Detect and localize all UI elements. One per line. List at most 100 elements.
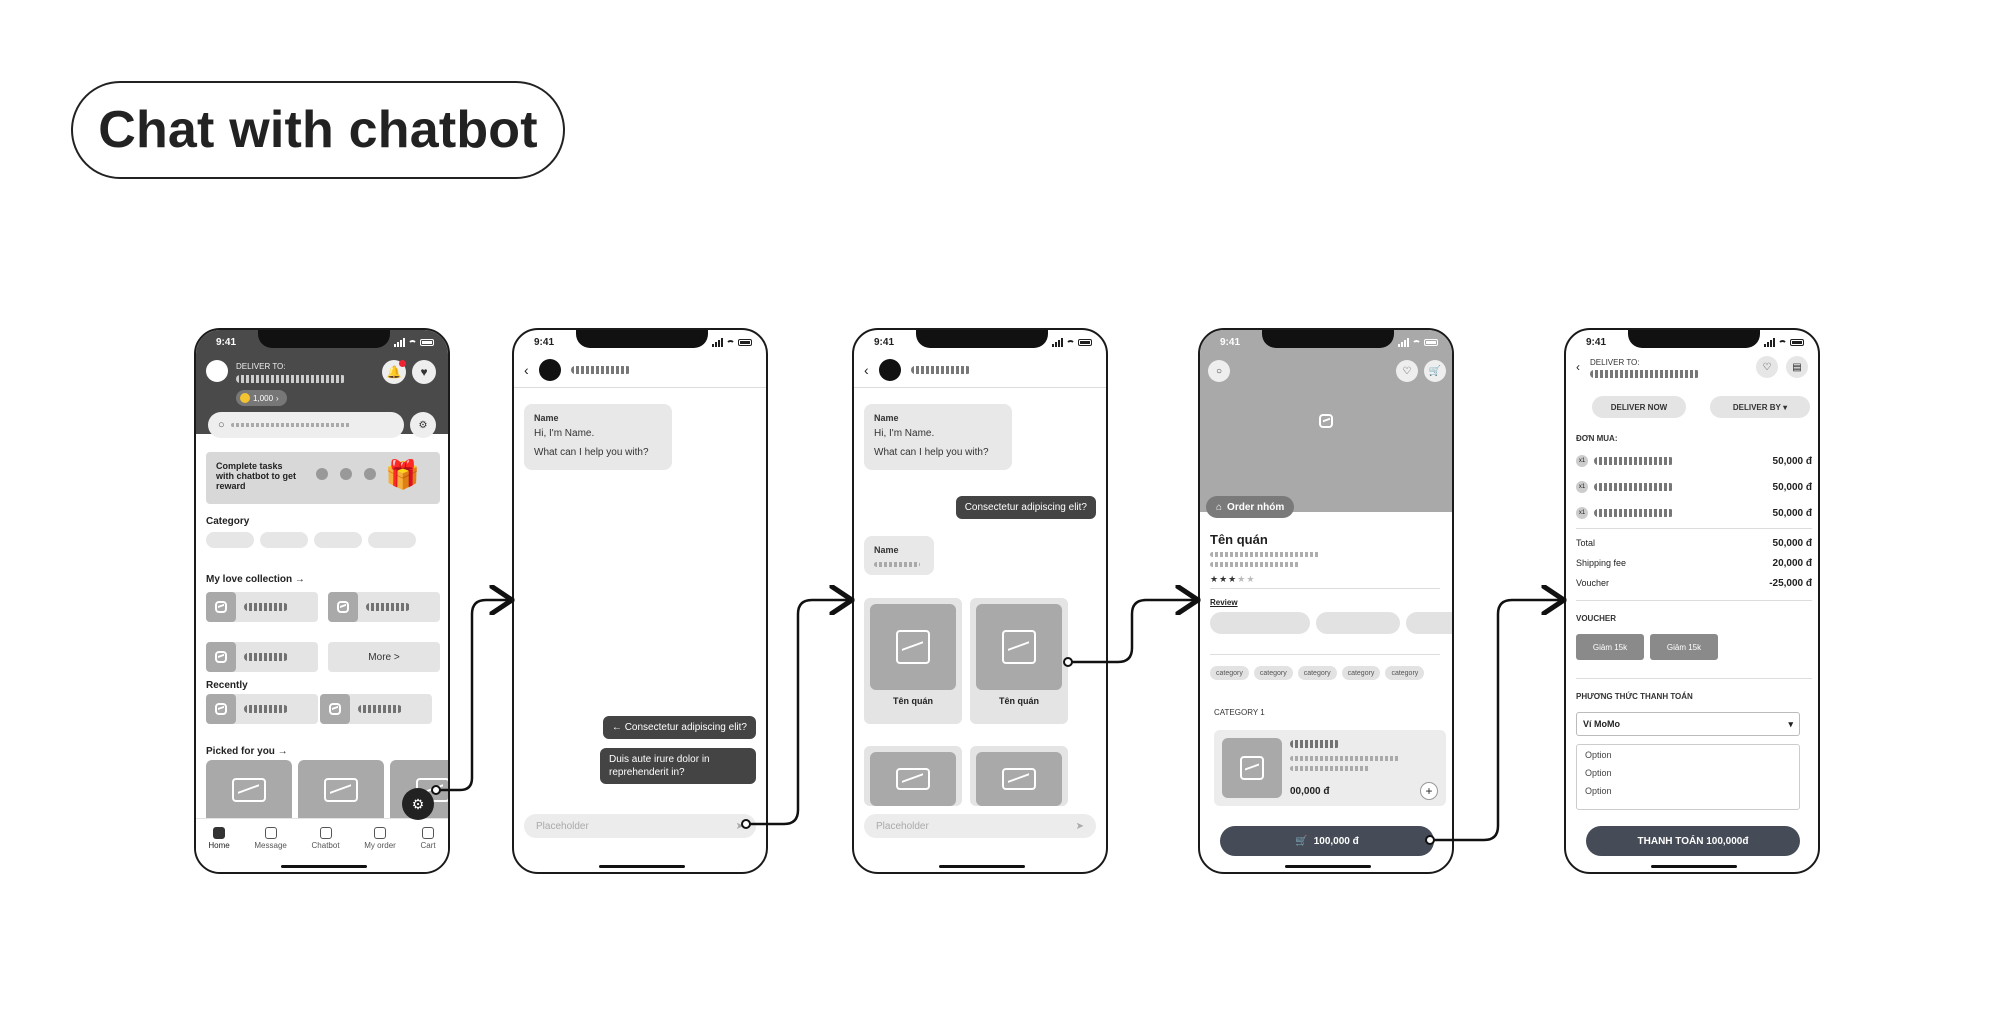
message-input[interactable]: Placeholder➤	[864, 814, 1096, 838]
more-button[interactable]: More >	[328, 642, 440, 672]
signal-icon	[1764, 338, 1775, 347]
image-placeholder-icon	[976, 752, 1062, 806]
signal-icon	[712, 338, 723, 347]
search-button[interactable]: ○	[1208, 360, 1230, 382]
review-chip[interactable]	[1210, 612, 1310, 634]
collection-card[interactable]	[206, 592, 318, 622]
notch	[258, 330, 390, 348]
category-chip[interactable]	[314, 532, 362, 548]
promo-banner[interactable]: Complete tasks with chatbot to get rewar…	[206, 452, 440, 504]
home-indicator	[599, 865, 685, 868]
address-scribble[interactable]	[1590, 370, 1700, 378]
tab-cart[interactable]: Cart	[421, 827, 436, 872]
pay-button[interactable]: THANH TOÁN 100,000đ	[1586, 826, 1800, 856]
status-bar: 9:41	[196, 330, 448, 352]
category-chip[interactable]	[206, 532, 254, 548]
notch	[1628, 330, 1760, 348]
message-input[interactable]: Placeholder➤	[524, 814, 756, 838]
product-card[interactable]	[864, 746, 962, 806]
recent-card[interactable]	[320, 694, 432, 724]
favorite-button[interactable]: ♡	[1396, 360, 1418, 382]
phone-shop: 9:41 ○ ♡ 🛒 ⌂Order nhóm Tên quán ★★★★★ Re…	[1198, 328, 1454, 874]
voucher-card[interactable]: Giảm 15k	[1650, 634, 1718, 660]
suggestion-button[interactable]: ← Consectetur adipiscing elit?	[602, 716, 756, 739]
payment-dropdown: Option Option Option	[1576, 744, 1800, 810]
order-group-button[interactable]: ⌂Order nhóm	[1206, 496, 1295, 518]
bell-button[interactable]: 🔔	[382, 360, 406, 384]
receipt-button[interactable]: ▤	[1786, 356, 1808, 378]
star-filled-icon: ★	[1210, 574, 1220, 584]
search-input[interactable]: ○	[208, 412, 404, 438]
recent-card[interactable]	[206, 694, 318, 724]
picked-card[interactable]	[298, 760, 384, 820]
tab-message[interactable]: Message	[254, 827, 287, 872]
category-chip[interactable]	[260, 532, 308, 548]
signal-icon	[1398, 338, 1409, 347]
tab-my-order[interactable]: My order	[364, 827, 396, 872]
add-item-button[interactable]: +	[1420, 782, 1438, 800]
status-bar: 9:41	[1566, 330, 1818, 352]
payment-select[interactable]: Ví MoMo▾	[1576, 712, 1800, 736]
tab-home[interactable]: Home	[208, 827, 230, 872]
back-icon[interactable]: ‹	[1576, 360, 1580, 374]
phone-checkout: 9:41 ‹ DELIVER TO: ♡ ▤ DELIVER NOW DELIV…	[1564, 328, 1820, 874]
dropdown-option[interactable]: Option	[1585, 750, 1612, 760]
coin-badge[interactable]: 1,000›	[236, 390, 287, 406]
category-tag[interactable]: category	[1210, 666, 1249, 680]
send-icon[interactable]: ➤	[735, 820, 744, 832]
image-placeholder-icon	[206, 592, 236, 622]
deliver-by-button[interactable]: DELIVER BY ▾	[1710, 396, 1810, 418]
filter-button[interactable]: ⚙	[410, 412, 436, 438]
send-icon[interactable]: ➤	[1075, 820, 1084, 832]
product-card[interactable]	[970, 746, 1068, 806]
product-card[interactable]: Tên quán	[970, 598, 1068, 724]
suggestion-button[interactable]: Duis aute irure dolor in reprehenderit i…	[600, 748, 756, 784]
picked-card[interactable]	[206, 760, 292, 820]
dropdown-option[interactable]: Option	[1585, 768, 1612, 778]
view-cart-button[interactable]: 🛒100,000 đ	[1220, 826, 1434, 856]
bot-name: Name	[874, 545, 899, 555]
home-indicator	[281, 865, 367, 868]
deliver-now-button[interactable]: DELIVER NOW	[1592, 396, 1686, 418]
category-tag[interactable]: category	[1385, 666, 1425, 680]
image-placeholder-icon	[870, 752, 956, 806]
checkout-header: ‹ DELIVER TO: ♡ ▤	[1566, 352, 1818, 382]
collection-card[interactable]	[206, 642, 318, 672]
back-icon[interactable]: ‹	[524, 361, 529, 378]
item-price: 00,000 đ	[1290, 786, 1330, 797]
review-chip[interactable]	[1406, 612, 1452, 634]
avatar[interactable]	[206, 360, 228, 382]
cart-button[interactable]: 🛒	[1424, 360, 1446, 382]
address-scribble[interactable]	[236, 375, 346, 383]
tab-chatbot[interactable]: Chatbot	[312, 827, 340, 872]
voucher-row: Voucher-25,000 đ	[1576, 578, 1812, 589]
bell-icon: 🔔	[386, 365, 402, 379]
wifi-icon	[1778, 339, 1787, 346]
recently-heading: Recently	[206, 680, 248, 691]
signal-icon	[394, 338, 405, 347]
product-card[interactable]: Tên quán	[864, 598, 962, 724]
coin-icon	[240, 393, 250, 403]
review-chip[interactable]	[1316, 612, 1400, 634]
category-tag[interactable]: category	[1341, 666, 1381, 680]
image-placeholder-icon	[206, 694, 236, 724]
category-tag[interactable]: category	[1253, 666, 1293, 680]
category-chip[interactable]	[368, 532, 416, 548]
voucher-card[interactable]: Giảm 15k	[1576, 634, 1644, 660]
back-icon[interactable]: ‹	[864, 361, 869, 378]
greeting-line-2: What can I help you with?	[874, 447, 989, 458]
category-tag[interactable]: category	[1297, 666, 1337, 680]
review-link[interactable]: Review	[1210, 598, 1238, 607]
dropdown-option[interactable]: Option	[1585, 786, 1612, 796]
menu-item-card[interactable]: 00,000 đ +	[1214, 730, 1446, 806]
star-rating: ★★★★★	[1210, 574, 1255, 585]
favorite-button[interactable]: ♡	[1756, 356, 1778, 378]
picked-heading: Picked for you →	[206, 746, 288, 757]
heart-button[interactable]: ♥	[412, 360, 436, 384]
collection-card[interactable]	[328, 592, 440, 622]
chatbot-fab[interactable]: ⚙	[402, 788, 434, 820]
status-time: 9:41	[1586, 337, 1607, 348]
